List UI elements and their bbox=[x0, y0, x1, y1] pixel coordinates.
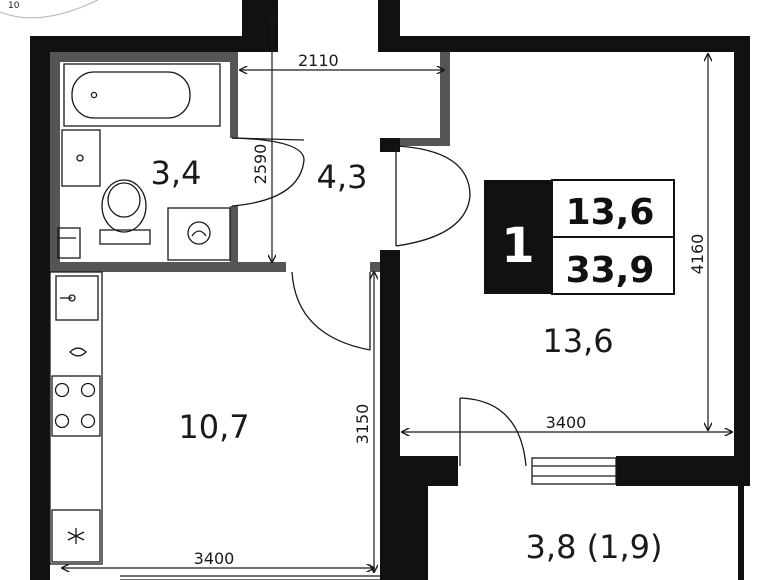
badge-room-count-box bbox=[484, 180, 552, 294]
water-heater-icon bbox=[69, 347, 87, 357]
washing-machine-icon bbox=[167, 207, 231, 261]
area-kitchen: 10,7 bbox=[178, 408, 249, 446]
toilet-icon bbox=[99, 179, 151, 245]
bottom-windows bbox=[120, 575, 380, 580]
partition-bath-right-bottom bbox=[230, 206, 238, 268]
door-bedroom bbox=[395, 145, 471, 247]
wall-balcony-left bbox=[380, 456, 428, 580]
dim-hall-length: 2590 bbox=[251, 144, 270, 185]
dim-hall-width: 2110 bbox=[298, 51, 339, 70]
apartment-badge: 1 13,6 33,9 bbox=[484, 179, 675, 295]
area-hall: 4,3 bbox=[317, 158, 368, 196]
area-bathroom: 3,4 bbox=[151, 154, 202, 192]
fridge-icon bbox=[51, 509, 101, 563]
stove-icon bbox=[51, 375, 101, 437]
bathroom-fixtures bbox=[57, 63, 231, 261]
wall-bedroom-bottom-right bbox=[616, 456, 750, 486]
partition-hall-right bbox=[440, 52, 450, 144]
kitchen-sink-icon bbox=[55, 275, 99, 321]
wall-right bbox=[734, 36, 750, 486]
partition-bath-bottom bbox=[50, 262, 286, 272]
compass-label: 10 bbox=[8, 1, 20, 11]
wall-top-right bbox=[378, 36, 750, 52]
door-balcony bbox=[459, 397, 527, 467]
bathtub-icon bbox=[63, 63, 221, 127]
door-kitchen bbox=[291, 271, 371, 351]
area-bedroom: 13,6 bbox=[542, 322, 613, 360]
dimension-lines bbox=[62, 14, 732, 572]
balcony-window bbox=[531, 457, 617, 485]
wall-left bbox=[30, 36, 50, 580]
partition-bath-right-top bbox=[230, 52, 238, 138]
badge-room-count: 1 bbox=[501, 218, 534, 274]
dim-kitchen-width: 3400 bbox=[194, 549, 235, 568]
dim-bedroom-width: 3400 bbox=[546, 413, 587, 432]
compass-mark: 10 bbox=[0, 0, 99, 19]
kitchen-fixtures bbox=[49, 271, 103, 565]
badge-total-area: 33,9 bbox=[566, 250, 655, 291]
door-stub-hall-bedroom bbox=[384, 138, 398, 152]
area-balcony: 3,8 (1,9) bbox=[526, 528, 663, 566]
wall-hall-bedroom bbox=[380, 250, 400, 456]
dim-bedroom-length: 4160 bbox=[688, 234, 707, 275]
bath-shelf-icon bbox=[57, 227, 81, 259]
partition-bath-left bbox=[50, 52, 60, 268]
dim-kitchen-length: 3150 bbox=[353, 404, 372, 445]
partition-bath-top bbox=[50, 52, 238, 62]
balcony-rail bbox=[738, 486, 744, 580]
partitions bbox=[50, 52, 450, 272]
wall-top-left bbox=[30, 36, 242, 52]
badge-living-area: 13,6 bbox=[566, 192, 655, 233]
doors bbox=[231, 137, 527, 467]
door-stub-kitchen bbox=[370, 262, 380, 272]
partition-hall-right-bottom bbox=[400, 138, 450, 146]
sink-icon bbox=[61, 129, 101, 187]
